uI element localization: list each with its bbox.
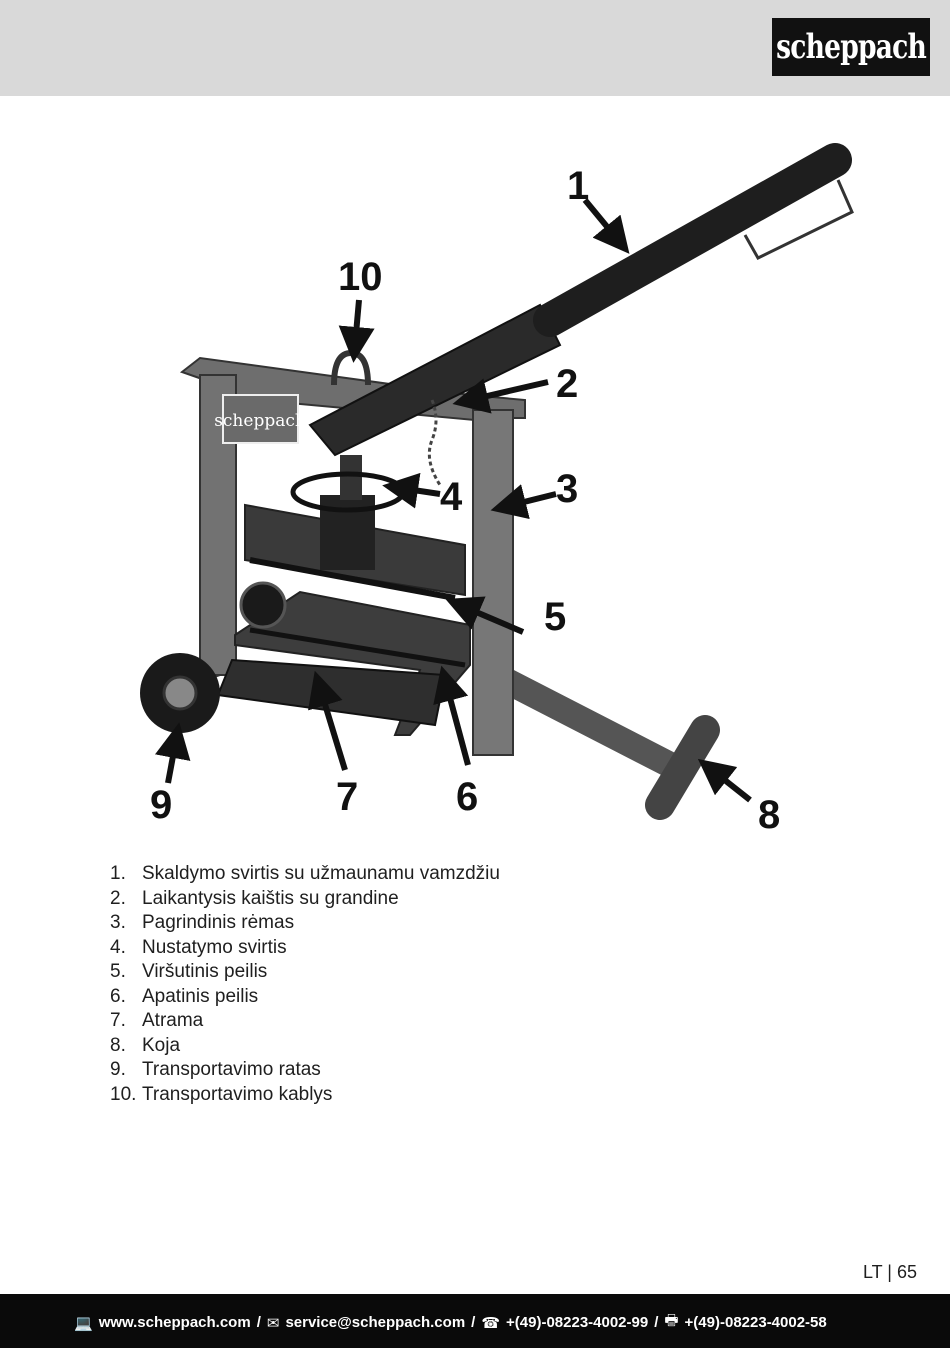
item-number: 7. (110, 1010, 126, 1031)
list-item: 3. Pagrindinis rėmas (110, 911, 500, 936)
item-label: Transportavimo kablys (142, 1083, 333, 1105)
callout-6: 6 (456, 775, 478, 819)
item-number: 4. (110, 936, 126, 958)
item-label: Laikantysis kaištis su grandine (142, 887, 399, 909)
leg (492, 667, 720, 820)
item-number: 1. (110, 863, 126, 884)
mail-icon: ✉ (266, 1314, 280, 1332)
callout-4: 4 (440, 475, 463, 519)
list-item: 9. Transportavimo ratas (110, 1058, 500, 1083)
footer-bar: 💻 www.scheppach.com / ✉ service@scheppac… (0, 1294, 950, 1348)
callout-3: 3 (556, 467, 578, 511)
transport-wheels (140, 581, 287, 733)
list-item: 1. Skaldymo svirtis su užmaunamu vamzdžiu (110, 862, 500, 887)
callout-9: 9 (150, 783, 172, 827)
footer-website[interactable]: www.scheppach.com (98, 1314, 251, 1331)
laptop-icon: 💻 (74, 1314, 93, 1332)
callout-7: 7 (336, 775, 358, 819)
frame-brand-label: scheppach (214, 411, 306, 431)
product-illustration: scheppach (140, 143, 854, 837)
item-label: Atrama (142, 1010, 204, 1031)
item-number: 5. (110, 961, 126, 982)
item-label: Transportavimo ratas (142, 1059, 321, 1080)
footer-separator: / (256, 1314, 261, 1331)
splitting-lever (308, 143, 854, 457)
holding-pin-chain (427, 399, 442, 486)
list-item: 10.Transportavimo kablys (110, 1083, 500, 1108)
footer-separator: / (654, 1314, 659, 1331)
item-label: Koja (142, 1034, 181, 1056)
list-item: 4. Nustatymo svirtis (110, 936, 500, 961)
item-number: 10. (110, 1083, 137, 1105)
callout-8: 8 (758, 793, 780, 837)
callout-2: 2 (556, 362, 578, 406)
item-number: 8. (110, 1034, 126, 1056)
footer-contacts: 💻 www.scheppach.com / ✉ service@scheppac… (74, 1310, 827, 1335)
footer-phone: +(49)-08223-4002-99 (506, 1314, 649, 1331)
brand-logo: scheppach (772, 18, 930, 76)
callout-10: 10 (338, 255, 383, 299)
callout-1: 1 (567, 164, 589, 208)
parts-list: 1. Skaldymo svirtis su užmaunamu vamzdžiu… (110, 862, 500, 1107)
item-number: 2. (110, 887, 126, 909)
page-number: LT | 65 (862, 1262, 917, 1282)
adjustment-lever (290, 455, 406, 570)
footer-fax: +(49)-08223-4002-58 (684, 1314, 827, 1331)
item-number: 6. (110, 985, 126, 1007)
footer-email[interactable]: service@scheppach.com (285, 1314, 466, 1331)
list-item: 7. Atrama (110, 1009, 500, 1034)
list-item: 5. Viršutinis peilis (110, 960, 500, 985)
item-label: Skaldymo svirtis su užmaunamu vamzdžiu (142, 863, 500, 884)
callout-5: 5 (544, 595, 566, 639)
item-number: 9. (110, 1059, 126, 1080)
item-label: Pagrindinis rėmas (142, 912, 295, 933)
footer-separator: / (471, 1314, 476, 1331)
item-number: 3. (110, 912, 126, 933)
item-label: Nustatymo svirtis (142, 936, 287, 958)
fax-icon: 🖶 (664, 1312, 679, 1329)
item-label: Apatinis peilis (142, 985, 259, 1007)
list-item: 2. Laikantysis kaištis su grandine (110, 887, 500, 912)
list-item: 6. Apatinis peilis (110, 985, 500, 1010)
callout-arrows (155, 198, 752, 803)
item-label: Viršutinis peilis (142, 961, 268, 982)
phone-icon: ☎ (481, 1314, 501, 1332)
list-item: 8. Koja (110, 1034, 500, 1059)
